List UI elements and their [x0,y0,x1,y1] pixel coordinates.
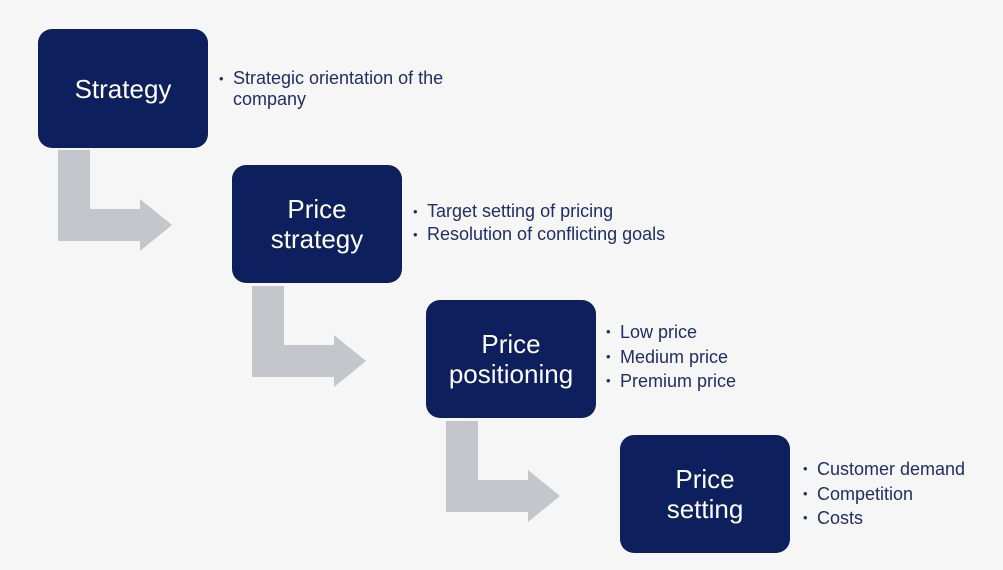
step-bullets-price-positioning: Low price Medium price Premium price [606,320,826,394]
step-title-line: positioning [448,359,574,389]
bullet-item: Customer demand [803,457,998,482]
step-title-line: Price [481,329,541,359]
step-title-line: Price [287,194,347,224]
bullet-item: Competition [803,482,998,507]
step-box-price-positioning: Price positioning [426,300,596,418]
step-box-price-setting: Price setting [620,435,790,553]
step-title-line: Strategy [74,73,172,104]
bullet-item: Resolution of conflicting goals [413,223,733,246]
step-box-price-strategy: Price strategy [232,165,402,283]
step-box-strategy: Strategy [38,29,208,148]
step-title-line: setting [666,494,744,524]
bullet-item: Medium price [606,345,826,370]
step-bullets-strategy: Strategic orientation of the company [219,68,489,110]
arrow-price-strategy-to-positioning [252,286,366,387]
bullet-item: Premium price [606,369,826,394]
bullet-item: Low price [606,320,826,345]
step-title-line: Price [675,464,735,494]
arrow-positioning-to-setting [446,421,560,522]
bullet-item: Target setting of pricing [413,200,733,223]
bullet-item: Strategic orientation of the company [219,68,489,110]
step-bullets-price-strategy: Target setting of pricing Resolution of … [413,200,733,246]
bullet-item: Costs [803,506,998,531]
step-bullets-price-setting: Customer demand Competition Costs [803,457,998,531]
step-title-line: strategy [270,224,364,254]
arrow-strategy-to-price-strategy [58,150,172,251]
